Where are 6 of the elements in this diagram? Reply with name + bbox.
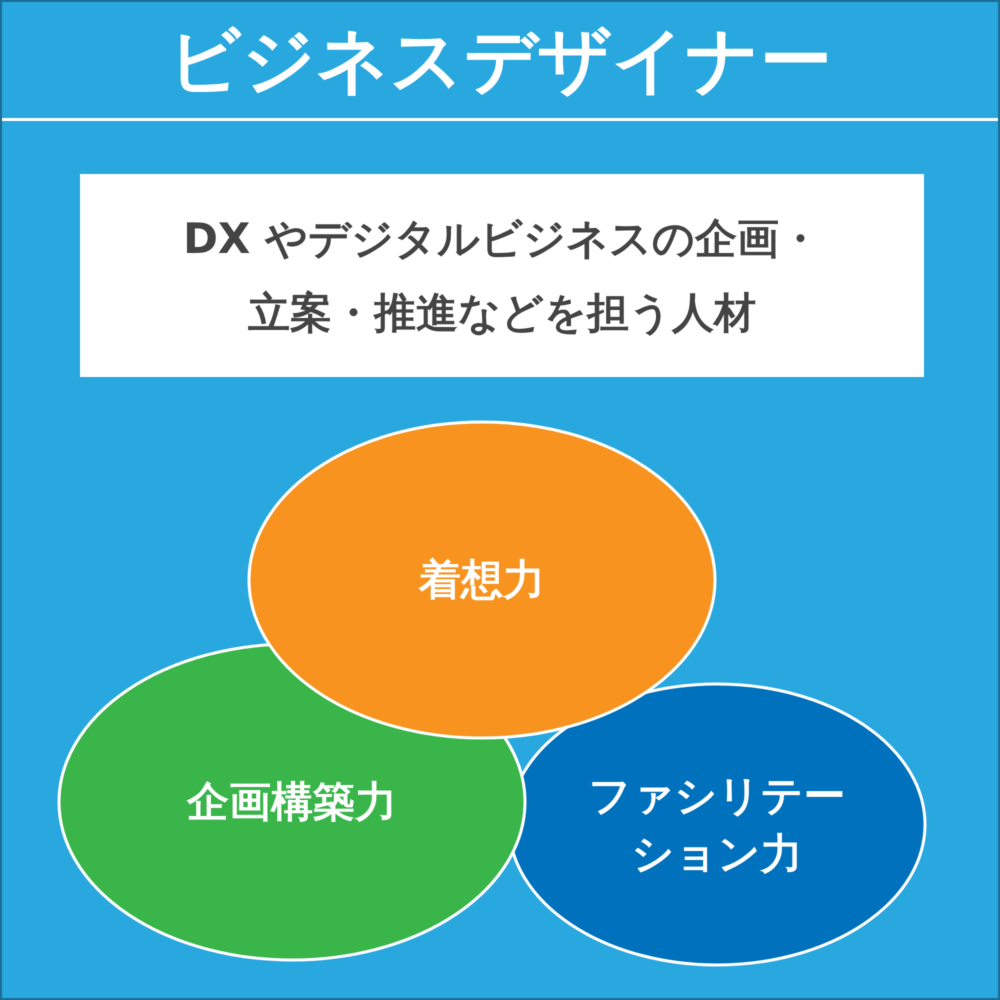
description-text: DX やデジタルビジネスの企画・立案・推進などを担う人材 [182, 212, 822, 338]
skill-label: 企画構築力 [186, 776, 398, 828]
skill-label: ファシリテーション力 [588, 770, 846, 880]
skill-label: 着想力 [418, 554, 546, 606]
description-box [80, 174, 924, 377]
title: ビジネスデザイナー [167, 17, 833, 104]
